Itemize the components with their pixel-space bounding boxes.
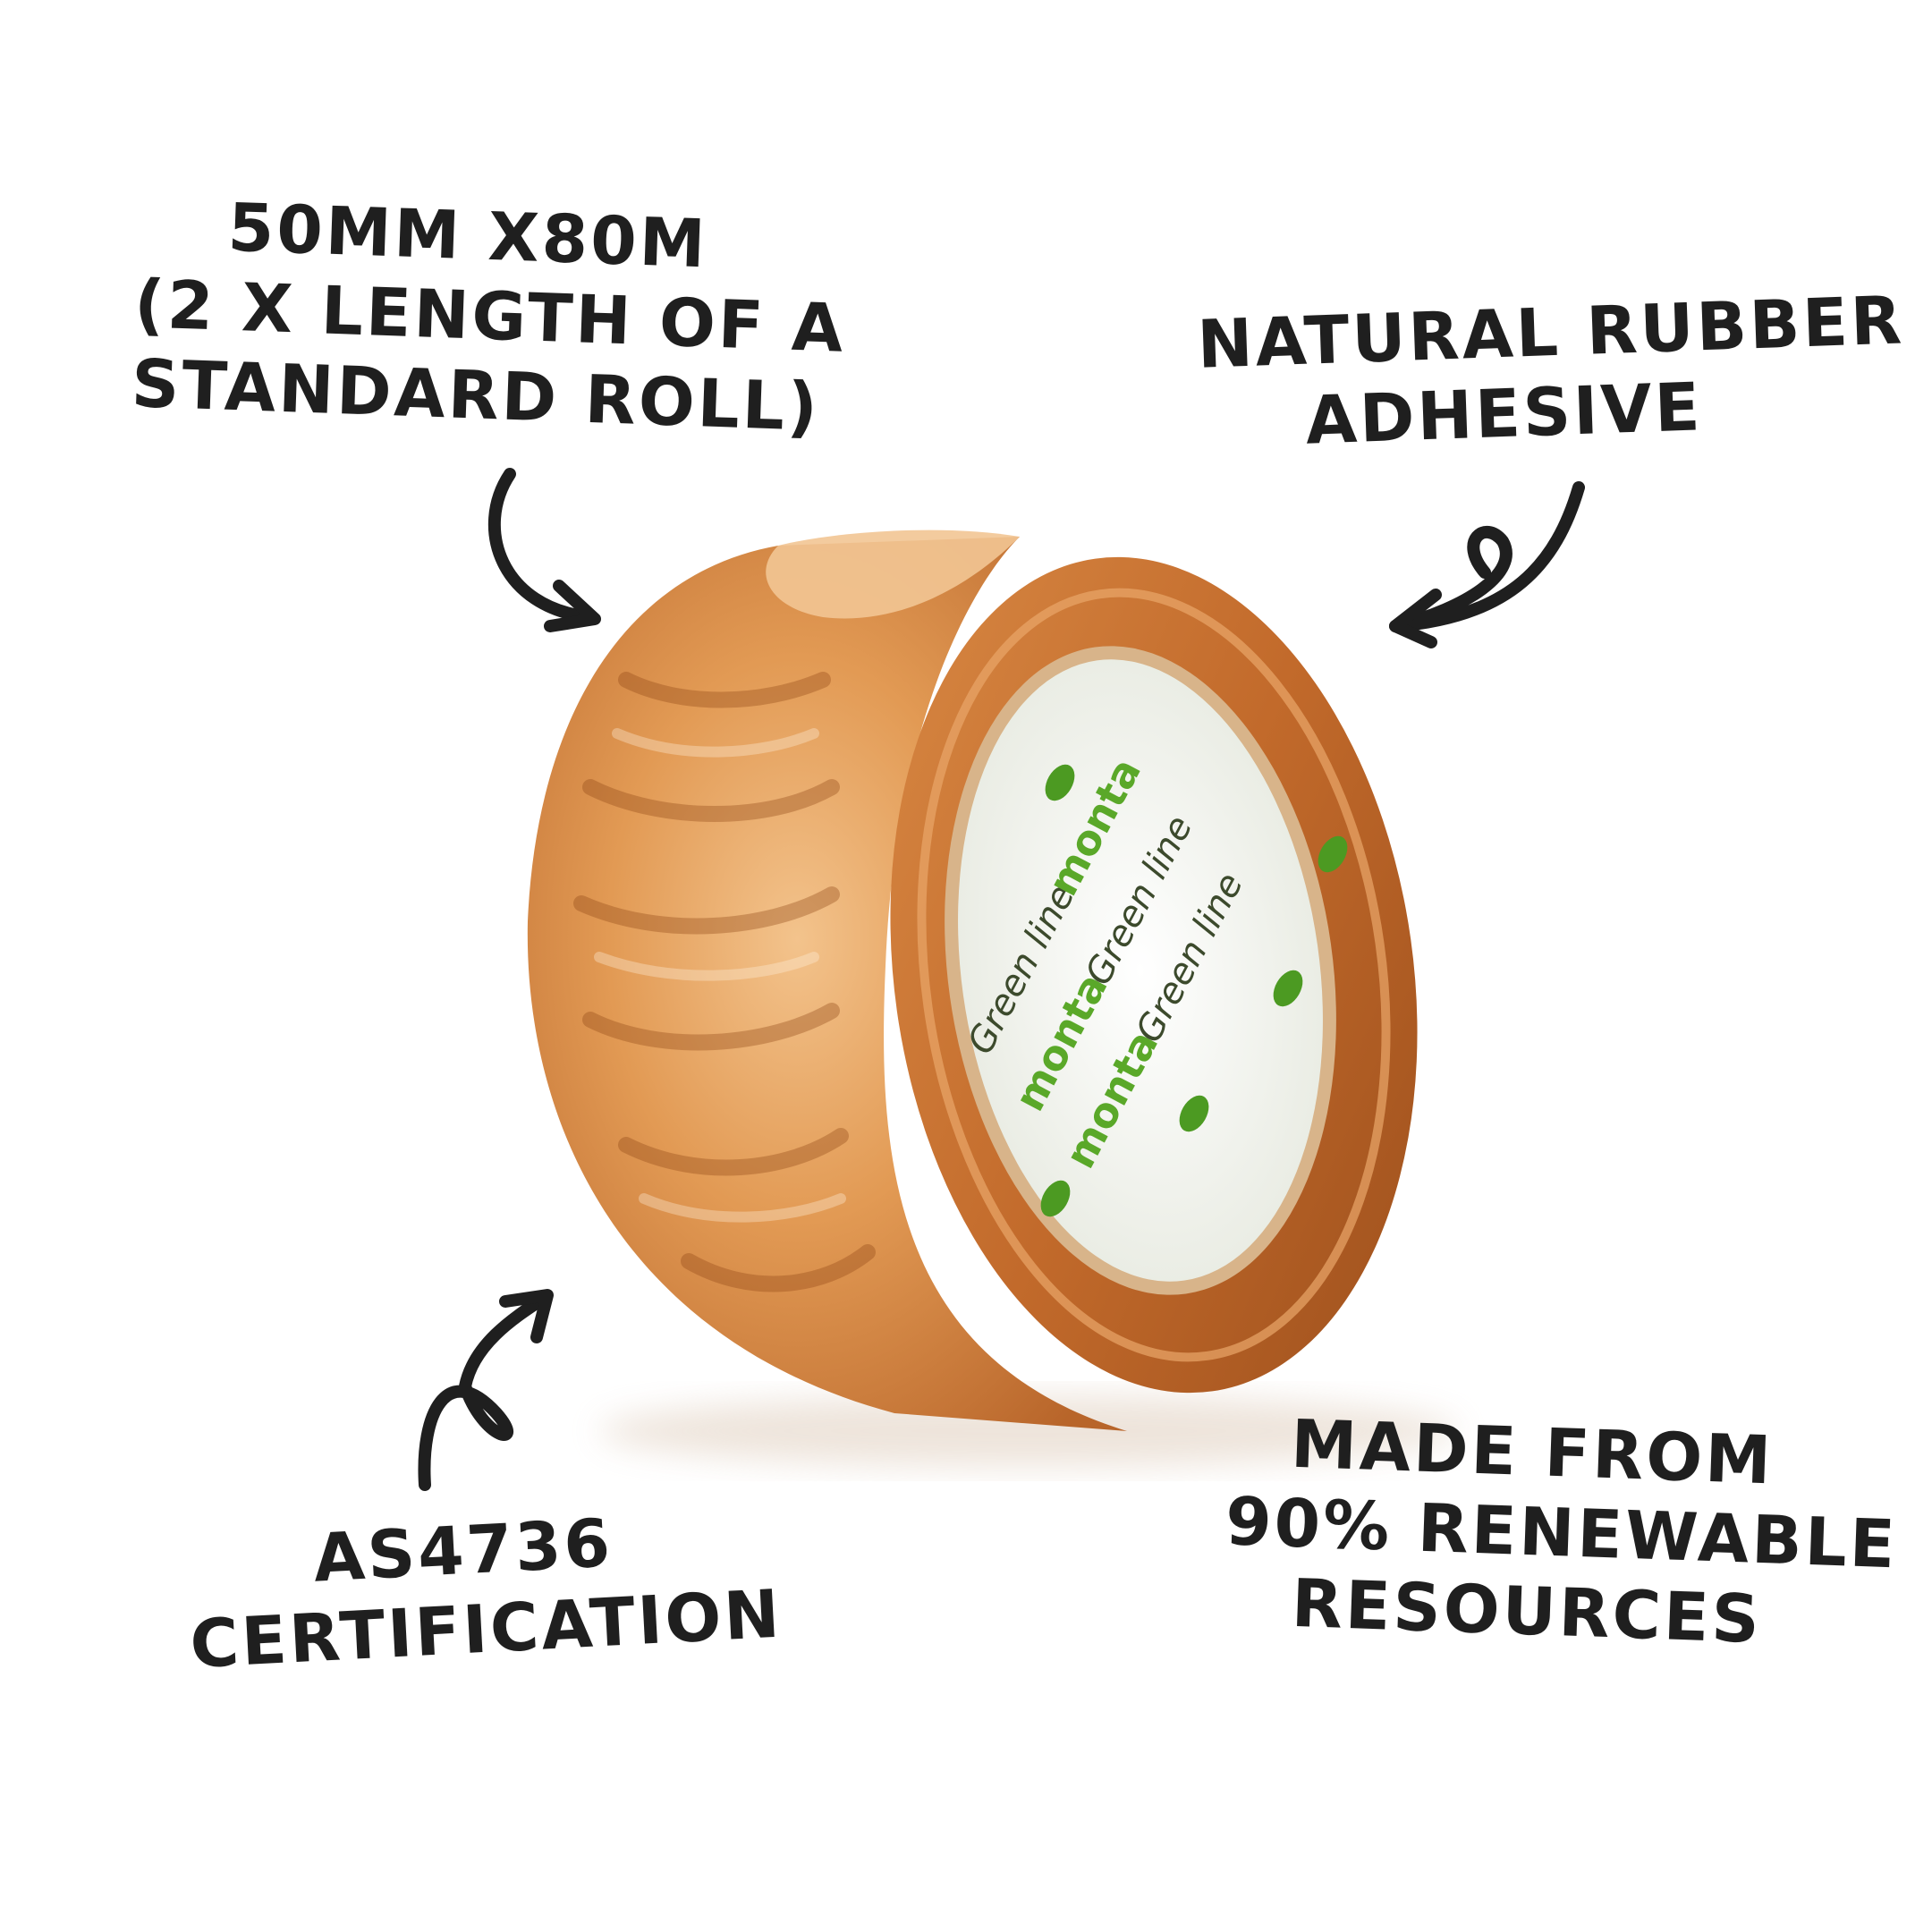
- arrow-size: [487, 468, 597, 623]
- arrow-adhesive: [1389, 481, 1585, 632]
- callout-adhesive: NATURAL RUBBER ADHESIVE: [1196, 282, 1905, 464]
- arrow-certification: [418, 1291, 552, 1491]
- callout-renewable: MADE FROM 90% RENEWABLE RESOURCES: [1222, 1402, 1899, 1662]
- callout-certification: AS4736 CERTIFICATION: [184, 1497, 784, 1685]
- callout-size: 50MM X80M (2 X LENGTH OF A STANDARD ROLL…: [131, 185, 847, 446]
